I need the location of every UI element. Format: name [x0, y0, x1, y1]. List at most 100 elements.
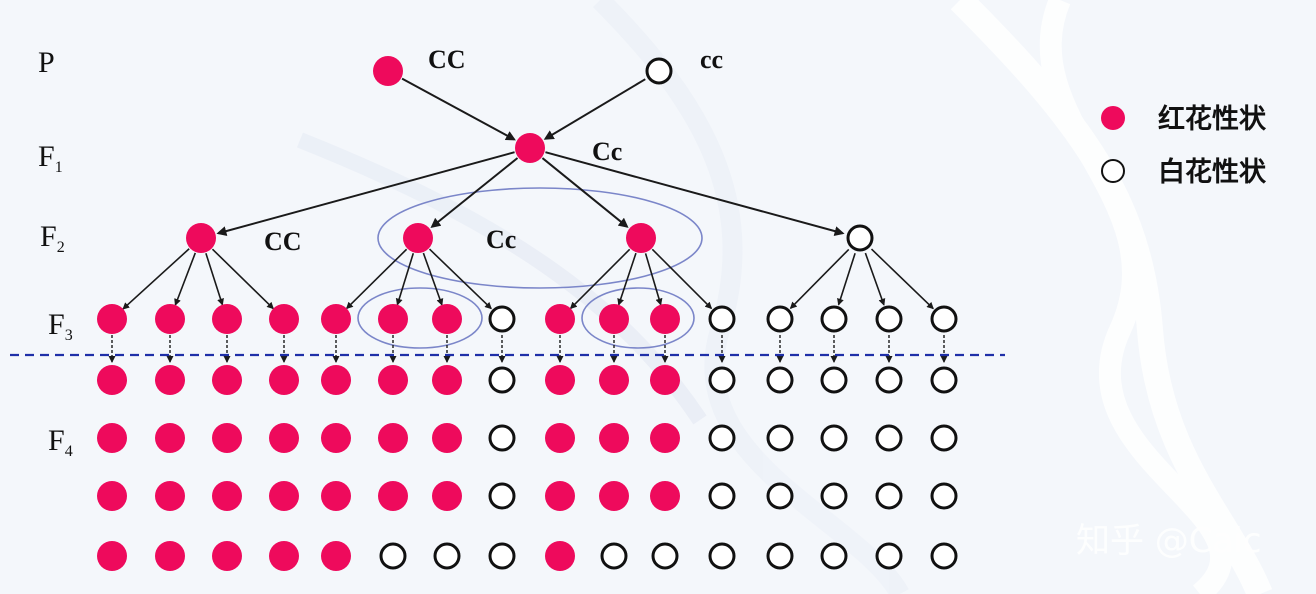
- f4-flower-node-r4-c12: [708, 542, 736, 570]
- f4-flower-node-r4-c5: [321, 541, 351, 571]
- f4-flower-node-r4-c9: [545, 541, 575, 571]
- f4-flower-node-r3-c4: [269, 481, 299, 511]
- f4-flower-node-r2-c14: [820, 424, 848, 452]
- f2-flower-node-3: [626, 223, 656, 253]
- f3-flower-node-10: [599, 304, 629, 334]
- f4-flower-node-r3-c7: [432, 481, 462, 511]
- f4-flower-node-r4-c3: [212, 541, 242, 571]
- f4-flower-node-r3-c16: [930, 482, 958, 510]
- arrow-f1-to-f2-2: [430, 157, 519, 228]
- generation-label-f4: F4: [48, 424, 73, 460]
- f3-flower-node-16: [930, 305, 958, 333]
- p-red-flower-node: [373, 56, 403, 86]
- f4-flower-node-r3-c13: [766, 482, 794, 510]
- f4-flower-node-r2-c16: [930, 424, 958, 452]
- arrow-f2-1-to-f3-2: [174, 252, 197, 306]
- f4-flower-node-r2-c1: [97, 423, 127, 453]
- f3-flower-node-4: [269, 304, 299, 334]
- f4-flower-node-r4-c11: [651, 542, 679, 570]
- f3-flower-node-8: [488, 305, 516, 333]
- arrow-p-white-to-f1: [543, 78, 646, 140]
- legend-white-label: 白花性状: [1158, 156, 1267, 188]
- generation-label-f3: F3: [48, 308, 73, 344]
- f4-flower-node-r4-c14: [820, 542, 848, 570]
- f4-flower-node-r1-c10: [599, 365, 629, 395]
- f4-flower-node-r1-c7: [432, 365, 462, 395]
- f4-flower-node-r3-c12: [708, 482, 736, 510]
- f4-flower-node-r3-c10: [599, 481, 629, 511]
- arrow-f2-4-to-f3-16: [870, 248, 934, 310]
- f4-flower-node-r2-c9: [545, 423, 575, 453]
- arrow-f2-2-to-f3-5: [345, 248, 408, 310]
- f4-flower-node-r1-c9: [545, 365, 575, 395]
- f4-flower-node-r4-c8: [488, 542, 516, 570]
- f4-flower-node-r3-c14: [820, 482, 848, 510]
- f4-flower-node-r2-c10: [599, 423, 629, 453]
- arrow-f2-3-to-f3-10: [617, 252, 637, 306]
- f4-flower-node-r4-c15: [875, 542, 903, 570]
- f3-flower-node-15: [875, 305, 903, 333]
- arrow-p-red-to-f1: [401, 77, 516, 141]
- f3-flower-node-12: [708, 305, 736, 333]
- heterozygous-ellipses: [357, 187, 703, 349]
- genotype-f2-homozygous: CC: [264, 227, 302, 256]
- f4-flower-node-r3-c15: [875, 482, 903, 510]
- f4-flower-node-r1-c11: [650, 365, 680, 395]
- f4-flower-node-r3-c5: [321, 481, 351, 511]
- f4-flower-node-r2-c4: [269, 423, 299, 453]
- genotype-p-red: CC: [428, 45, 466, 74]
- f4-flower-node-r4-c1: [97, 541, 127, 571]
- f4-flower-node-r3-c2: [155, 481, 185, 511]
- f4-flower-node-r3-c11: [650, 481, 680, 511]
- arrow-f2-4-to-f3-13: [789, 248, 850, 310]
- f3-flower-node-5: [321, 304, 351, 334]
- f4-flower-node-r1-c4: [269, 365, 299, 395]
- arrow-f2-2-to-f3-8: [428, 248, 492, 310]
- arrow-f2-3-to-f3-11: [644, 253, 663, 306]
- f3-flower-node-11: [650, 304, 680, 334]
- legend-red-swatch-icon: [1101, 106, 1125, 130]
- f4-flower-node-r3-c9: [545, 481, 575, 511]
- arrows: [108, 77, 948, 363]
- p-white-flower-node: [645, 57, 673, 85]
- f3-flower-node-6: [378, 304, 408, 334]
- legend: 红花性状 白花性状: [1101, 103, 1267, 188]
- arrow-f2-4-to-f3-15: [864, 252, 886, 306]
- f4-flower-node-r1-c6: [378, 365, 408, 395]
- f2-flower-node-2: [403, 223, 433, 253]
- arrow-f2-2-to-f3-6: [395, 253, 415, 306]
- f4-flower-node-r1-c16: [930, 366, 958, 394]
- arrow-f1-to-f2-3: [541, 157, 629, 228]
- f4-flower-node-r1-c1: [97, 365, 127, 395]
- arrow-f2-3-to-f3-12: [651, 248, 713, 310]
- f4-flower-node-r2-c6: [378, 423, 408, 453]
- f3-flower-node-1: [97, 304, 127, 334]
- f2-hetero-ellipse: [377, 187, 703, 289]
- f4-flower-node-r4-c10: [600, 542, 628, 570]
- f4-flower-node-r4-c13: [766, 542, 794, 570]
- f3-flower-node-2: [155, 304, 185, 334]
- genotype-f1: Cc: [592, 137, 622, 166]
- f4-flower-node-r1-c14: [820, 366, 848, 394]
- f4-flower-node-r4-c4: [269, 541, 299, 571]
- f4-flower-node-r1-c15: [875, 366, 903, 394]
- f4-flower-node-r1-c5: [321, 365, 351, 395]
- f4-flower-node-r2-c8: [488, 424, 516, 452]
- f3-hetero-ellipse-right: [581, 287, 695, 349]
- f3-hetero-ellipse-left: [357, 287, 483, 349]
- generation-label-p: P: [38, 46, 55, 79]
- f4-flower-node-r2-c12: [708, 424, 736, 452]
- legend-red-label: 红花性状: [1158, 103, 1267, 135]
- f4-flower-node-r1-c13: [766, 366, 794, 394]
- f4-flower-node-r2-c11: [650, 423, 680, 453]
- arrow-f2-1-to-f3-1: [122, 248, 190, 310]
- f4-flower-node-r2-c7: [432, 423, 462, 453]
- legend-white-swatch-icon: [1101, 159, 1125, 183]
- f4-flower-node-r2-c3: [212, 423, 242, 453]
- f4-flower-node-r1-c8: [488, 366, 516, 394]
- f4-flower-node-r2-c13: [766, 424, 794, 452]
- arrow-f1-to-f2-4: [545, 151, 845, 236]
- f2-flower-node-4: [846, 224, 874, 252]
